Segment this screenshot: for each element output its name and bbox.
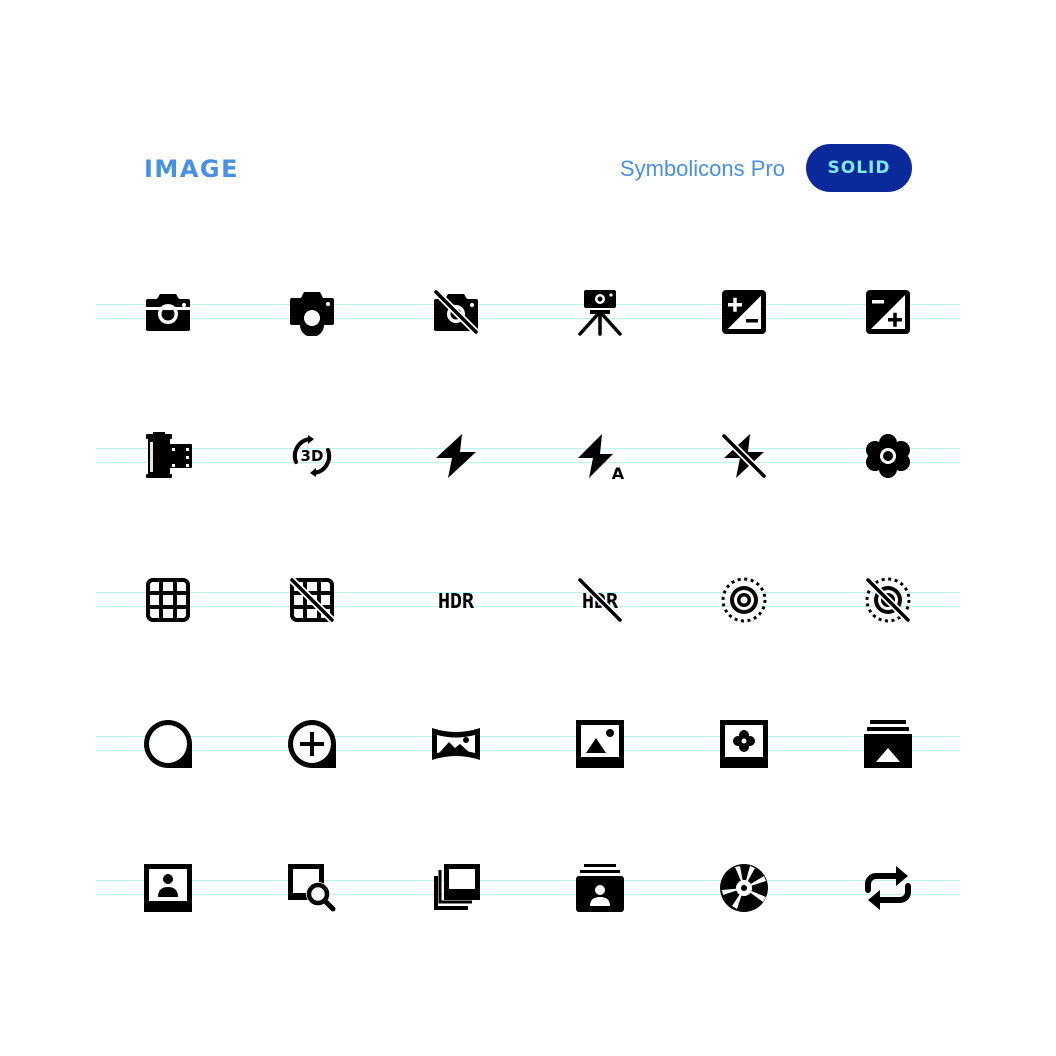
panorama-icon (432, 728, 480, 760)
baseline-guides (96, 736, 960, 752)
baseline-guides (96, 880, 960, 896)
guide-line (96, 304, 960, 305)
image-stack-icon (864, 720, 912, 768)
brand-name: Symbolicons Pro (619, 156, 785, 181)
camera-icon (146, 294, 190, 331)
flash-auto-icon: A (578, 434, 624, 480)
image-photo-icon (576, 720, 624, 768)
svg-text:A: A (612, 464, 624, 480)
guide-line (96, 894, 960, 895)
grid-icon (146, 578, 190, 622)
photo-library-icon (434, 864, 480, 910)
guide-line (96, 448, 960, 449)
guide-line (96, 750, 960, 751)
baseline-guides (96, 304, 960, 320)
svg-text:HDR: HDR (438, 589, 475, 613)
portrait-photo-icon (144, 864, 192, 912)
guide-line (96, 318, 960, 319)
guide-line (96, 880, 960, 881)
rotate-3d-icon: 3D (292, 435, 332, 477)
hdr-off-icon: HDR (577, 577, 623, 623)
baseline-guides (96, 448, 960, 464)
flash-off-icon (721, 433, 767, 479)
page-title: IMAGE (144, 155, 239, 183)
exposure-plus-minus-icon (722, 290, 766, 334)
camera-alt-icon (290, 292, 334, 336)
repeat-icon (865, 866, 911, 910)
guide-line (96, 462, 960, 463)
zoom-in-crop-icon (288, 720, 336, 768)
crop-circle-icon (144, 720, 192, 768)
film-roll-icon (146, 432, 192, 478)
image-flower-icon (720, 720, 768, 768)
hdr-icon: HDR (438, 589, 475, 613)
contact-stack-icon (576, 864, 624, 912)
camera-off-icon (433, 289, 479, 335)
guide-line (96, 592, 960, 593)
style-badge: SOLID (806, 144, 912, 192)
svg-text:3D: 3D (301, 447, 324, 465)
aperture-icon (720, 864, 768, 912)
grid-off-icon (289, 577, 335, 623)
baseline-guides (96, 592, 960, 608)
flower-macro-icon (866, 434, 910, 478)
focus-target-off-icon (865, 577, 911, 623)
guide-line (96, 606, 960, 607)
exposure-alt-icon (866, 290, 910, 334)
image-search-icon (288, 864, 336, 912)
flash-icon (436, 434, 476, 478)
tripod-camera-icon (578, 290, 622, 336)
guide-line (96, 736, 960, 737)
focus-target-icon (721, 577, 767, 623)
